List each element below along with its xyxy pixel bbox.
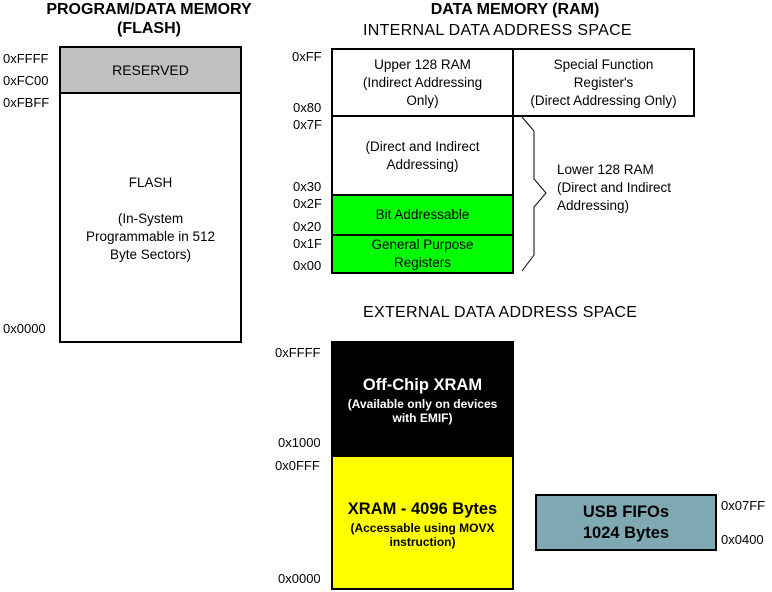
flash-main-region: FLASH (In-System Programmable in 512 Byt…	[61, 94, 240, 341]
ram-addr-00: 0x00	[293, 258, 322, 273]
ram-addr-ff: 0xFF	[292, 49, 322, 64]
ram-addr-80: 0x80	[293, 100, 322, 115]
external-memory-block: Off-Chip XRAM (Available only on devices…	[331, 341, 514, 590]
ram-addr-2f: 0x2F	[293, 196, 322, 211]
flash-main-note: (In-System Programmable in 512 Byte Sect…	[85, 211, 216, 262]
direct-indirect-label: (Direct and Indirect Addressing)	[365, 138, 480, 172]
upper-128-ram-block: Upper 128 RAM (Indirect Addressing Only)	[331, 48, 514, 117]
ram-addr-20: 0x20	[293, 219, 322, 234]
upper-128-ram-label: Upper 128 RAM (Indirect Addressing Only)	[362, 56, 483, 108]
flash-main-title: FLASH	[128, 175, 173, 190]
offchip-xram-region: Off-Chip XRAM (Available only on devices…	[333, 343, 512, 457]
offchip-xram-note: (Available only on devices with EMIF)	[347, 397, 498, 425]
bit-addressable-region: Bit Addressable	[333, 196, 512, 236]
usb-addr-top: 0x07FF	[721, 498, 766, 513]
lower-128-brace-icon	[521, 116, 547, 272]
flash-reserved-region: RESERVED	[61, 48, 240, 94]
general-purpose-region: General Purpose Registers	[333, 236, 512, 272]
direct-indirect-region: (Direct and Indirect Addressing)	[333, 117, 512, 196]
lower-128-ram-block: (Direct and Indirect Addressing) Bit Add…	[331, 115, 514, 274]
xram-region: XRAM - 4096 Bytes (Accessable using MOVX…	[333, 457, 512, 588]
flash-addr-fc00: 0xFC00	[3, 73, 49, 88]
internal-space-title: INTERNAL DATA ADDRESS SPACE	[363, 22, 632, 39]
flash-memory-block: RESERVED FLASH (In-System Programmable i…	[59, 46, 242, 343]
offchip-xram-title: Off-Chip XRAM	[362, 376, 483, 394]
ram-addr-30: 0x30	[293, 179, 322, 194]
ext-addr-1000: 0x1000	[278, 435, 321, 450]
ext-addr-0000: 0x0000	[278, 571, 321, 586]
flash-addr-fbff: 0xFBFF	[3, 95, 50, 110]
sfr-label: Special Function Register's (Direct Addr…	[530, 56, 677, 108]
flash-addr-bottom: 0x0000	[3, 321, 46, 336]
sfr-block: Special Function Register's (Direct Addr…	[512, 48, 695, 117]
usb-addr-bottom: 0x0400	[721, 532, 764, 547]
ram-addr-1f: 0x1F	[293, 236, 322, 251]
flash-addr-top: 0xFFFF	[3, 51, 49, 66]
ext-addr-ffff: 0xFFFF	[275, 345, 321, 360]
flash-reserved-label: RESERVED	[112, 62, 189, 78]
flash-header: PROGRAM/DATA MEMORY (FLASH)	[46, 1, 252, 37]
bit-addressable-label: Bit Addressable	[375, 207, 470, 222]
xram-title: XRAM - 4096 Bytes	[347, 500, 498, 518]
ram-header: DATA MEMORY (RAM)	[430, 1, 600, 18]
ram-addr-7f: 0x7F	[293, 117, 322, 132]
lower-128-label: Lower 128 RAM (Direct and Indirect Addre…	[557, 162, 672, 213]
general-purpose-label: General Purpose Registers	[371, 237, 474, 270]
xram-note: (Accessable using MOVX instruction)	[350, 521, 495, 549]
external-space-title: EXTERNAL DATA ADDRESS SPACE	[363, 304, 638, 321]
usb-fifos-block: USB FIFOs 1024 Bytes	[535, 494, 717, 551]
ext-addr-0fff: 0x0FFF	[275, 458, 320, 473]
usb-fifos-label: USB FIFOs 1024 Bytes	[582, 502, 670, 542]
